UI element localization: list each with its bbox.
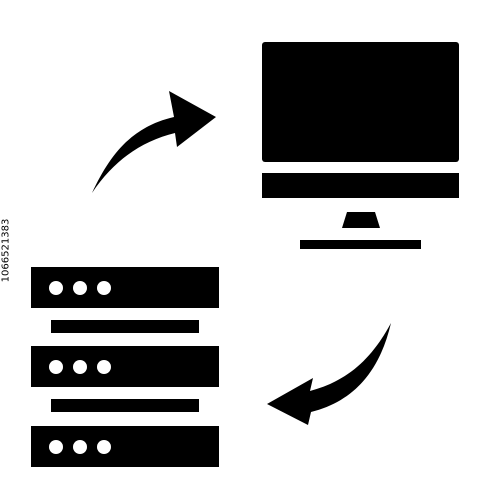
monitor-screen (262, 42, 459, 162)
watermark-id-text: 1066521383 (0, 218, 12, 282)
server-rail-1 (51, 320, 199, 333)
server-led (73, 281, 87, 295)
server-stack-icon (31, 267, 219, 467)
server-led (73, 440, 87, 454)
watermark-id-text-container: 1066521383 (0, 0, 12, 500)
arrow-left-icon (267, 323, 391, 425)
monitor-stand-neck (342, 212, 380, 228)
server-led (97, 360, 111, 374)
server-led (73, 360, 87, 374)
server-rail-2 (51, 399, 199, 412)
server-led (49, 360, 63, 374)
server-led (97, 281, 111, 295)
server-led (49, 281, 63, 295)
monitor-stand-base (300, 240, 421, 249)
server-led (49, 440, 63, 454)
monitor-icon (262, 42, 459, 249)
server-led (97, 440, 111, 454)
arrow-right-icon (92, 91, 216, 193)
monitor-bezel-bottom (262, 173, 459, 198)
